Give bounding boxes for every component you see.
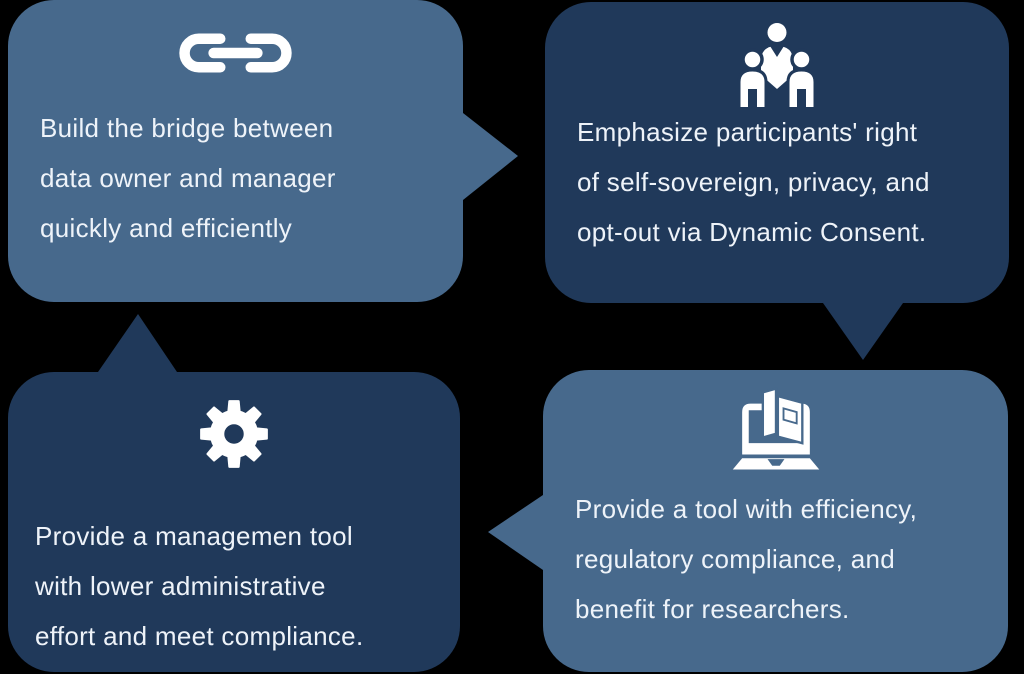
link-icon	[8, 33, 463, 73]
text-line: quickly and efficiently	[40, 213, 293, 243]
card-management-text: Provide a managemen tool with lower admi…	[35, 511, 363, 661]
text-line: Provide a managemen tool	[35, 521, 353, 551]
card-management-tail	[98, 314, 177, 372]
text-line: with lower administrative	[35, 571, 326, 601]
card-participants-text: Emphasize participants' right of self-so…	[577, 107, 930, 257]
text-line: data owner and manager	[40, 163, 336, 193]
gear-icon	[8, 398, 460, 470]
people-icon	[545, 23, 1009, 107]
card-participants-tail	[823, 303, 903, 360]
card-researchers: Provide a tool with efficiency, regulato…	[488, 370, 1008, 672]
text-line: opt-out via Dynamic Consent.	[577, 217, 927, 247]
card-bridge-text: Build the bridge between data owner and …	[40, 103, 336, 253]
text-line: of self-sovereign, privacy, and	[577, 167, 930, 197]
card-participants: Emphasize participants' right of self-so…	[545, 2, 1009, 360]
text-line: benefit for researchers.	[575, 594, 850, 624]
card-researchers-tail	[488, 495, 543, 570]
card-bridge: Build the bridge between data owner and …	[8, 0, 518, 302]
text-line: Emphasize participants' right	[577, 117, 918, 147]
card-researchers-text: Provide a tool with efficiency, regulato…	[575, 484, 917, 634]
text-line: regulatory compliance, and	[575, 544, 895, 574]
text-line: effort and meet compliance.	[35, 621, 364, 651]
text-line: Provide a tool with efficiency,	[575, 494, 918, 524]
card-management: Provide a managemen tool with lower admi…	[8, 314, 460, 672]
laptop-books-icon	[543, 386, 1008, 474]
card-bridge-tail	[463, 113, 518, 200]
text-line: Build the bridge between	[40, 113, 334, 143]
